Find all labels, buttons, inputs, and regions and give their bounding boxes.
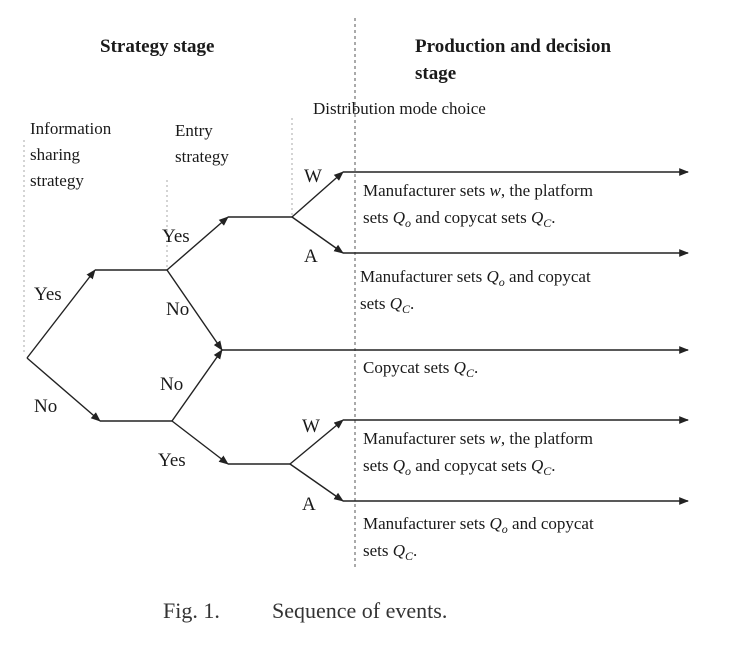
branch-lower-w	[289, 419, 344, 465]
entry-strategy-label-line2: strategy	[175, 147, 229, 166]
info-sharing-label-line2: sharing	[30, 145, 81, 164]
outcome-5-line2: sets QC.	[363, 541, 417, 563]
label-yes-info: Yes	[34, 284, 62, 305]
info-sharing-label-line3: strategy	[30, 171, 84, 190]
distribution-mode-label: Distribution mode choice	[313, 99, 486, 118]
branch-upper-a	[291, 216, 344, 254]
outcome-4-line2: sets Qo and copycat sets QC.	[363, 456, 555, 478]
outcome-2-line2: sets QC.	[360, 294, 414, 316]
label-no-lower-entry: No	[160, 374, 183, 395]
label-a-upper: A	[304, 246, 318, 267]
label-a-lower: A	[302, 494, 316, 515]
label-yes-upper-entry: Yes	[162, 226, 190, 247]
branch-upper-entry-yes	[166, 216, 229, 271]
outcome-1-line1: Manufacturer sets w, the platform	[363, 181, 593, 200]
label-w-upper: W	[304, 166, 322, 187]
label-yes-lower-entry: Yes	[158, 450, 186, 471]
figure-number: Fig. 1.	[163, 598, 220, 623]
branch-no-info	[26, 357, 101, 422]
branch-lower-a	[289, 463, 344, 502]
branch-upper-w	[291, 171, 344, 218]
label-no-upper-entry: No	[166, 299, 189, 320]
outcome-1-line2: sets Qo and copycat sets QC.	[363, 208, 555, 230]
label-w-lower: W	[302, 416, 320, 437]
outcome-4-line1: Manufacturer sets w, the platform	[363, 429, 593, 448]
outcome-2-line1: Manufacturer sets Qo and copycat	[360, 267, 591, 289]
branch-yes-info	[26, 269, 96, 359]
outcome-3-line1: Copycat sets QC.	[363, 358, 478, 380]
production-stage-title-line1: Production and decision	[415, 36, 611, 57]
info-sharing-label-line1: Information	[30, 119, 112, 138]
branch-lower-entry-yes	[171, 420, 229, 465]
production-stage-title-line2: stage	[415, 63, 456, 84]
branch-upper-entry-no	[166, 269, 223, 351]
figure-caption: Sequence of events.	[272, 598, 447, 623]
branch-lower-entry-no	[171, 349, 223, 422]
outcome-5-line1: Manufacturer sets Qo and copycat	[363, 514, 594, 536]
entry-strategy-label-line1: Entry	[175, 121, 213, 140]
strategy-stage-title: Strategy stage	[100, 36, 215, 57]
label-no-info: No	[34, 396, 57, 417]
